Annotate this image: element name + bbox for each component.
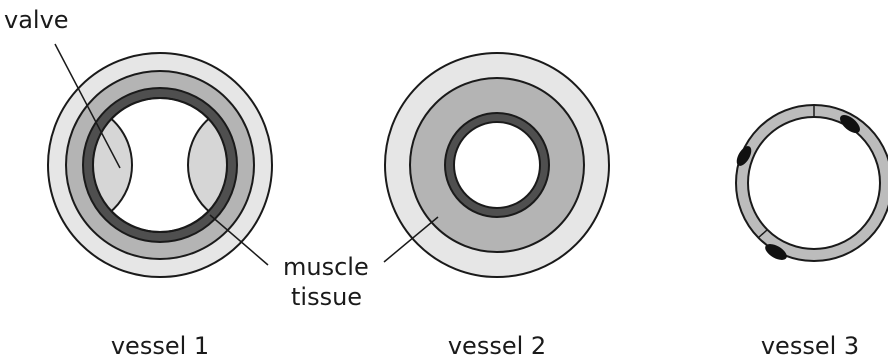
vessel-2-lumen	[454, 122, 540, 208]
vessel-1-label: vessel 1	[60, 334, 260, 358]
muscle-tissue-label-line-1: muscle	[283, 255, 369, 279]
vessel-3-drawing	[734, 105, 888, 263]
vessel-2-drawing	[385, 53, 609, 277]
vessel-3-lumen	[748, 117, 880, 249]
muscle-tissue-label-line-2: tissue	[291, 285, 362, 309]
valve-label: valve	[4, 8, 69, 32]
vessel-2-label: vessel 2	[397, 334, 597, 358]
vessel-1-drawing	[8, 53, 312, 277]
vessel-3-label: vessel 3	[730, 334, 888, 358]
